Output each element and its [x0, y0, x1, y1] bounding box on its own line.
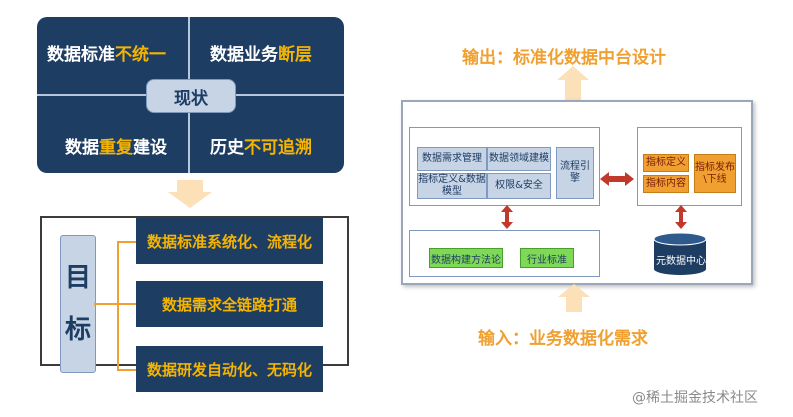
- chip-demand-management: 数据需求管理: [417, 147, 487, 171]
- output-arrow-head: [557, 66, 589, 80]
- chip-metric-publish: 指标发布\下线: [694, 154, 736, 193]
- goal-connector-stem: [94, 303, 118, 305]
- output-arrow-icon: [565, 78, 581, 100]
- goal-item-1: 数据标准系统化、流程化: [136, 218, 323, 264]
- goal-connector-3: [117, 369, 136, 371]
- database-label: 元数据中心: [656, 256, 706, 267]
- chip-metric-content: 指标内容: [643, 175, 689, 193]
- input-arrow-head: [558, 284, 590, 297]
- goal-connector-trunk: [117, 241, 119, 370]
- chip-metric-definition: 指标定义: [643, 154, 689, 172]
- quadrant-history: 历史不可追溯: [210, 138, 312, 158]
- chip-metric-model: 指标定义&数据模型: [417, 173, 487, 199]
- input-title: 输入：业务数据化需求: [478, 329, 648, 349]
- watermark: @稀土掘金技术社区: [632, 390, 758, 406]
- status-center-label: 现状: [146, 79, 236, 113]
- horizontal-double-arrow-icon: [600, 172, 634, 186]
- database-icon: [653, 232, 707, 275]
- output-title: 输出：标准化数据中台设计: [462, 48, 666, 68]
- goal-connector-2: [117, 303, 136, 305]
- goal-label: 目 标: [60, 235, 96, 373]
- vertical-double-arrow-right-icon: [675, 205, 687, 229]
- quadrant-duplication: 数据重复建设: [65, 138, 167, 158]
- down-arrow-head: [168, 192, 212, 208]
- chip-domain-modeling: 数据领域建模: [487, 147, 551, 171]
- chip-methodology: 数据构建方法论: [429, 248, 503, 268]
- chip-industry-standard: 行业标准: [520, 248, 574, 268]
- goal-item-3: 数据研发自动化、无码化: [136, 346, 323, 392]
- chip-permission-security: 权限&安全: [487, 173, 551, 199]
- quadrant-standards: 数据标准不统一: [47, 45, 166, 65]
- down-arrow-icon: [177, 180, 203, 192]
- quadrant-business: 数据业务断层: [210, 45, 312, 65]
- input-arrow-icon: [566, 296, 582, 312]
- vertical-double-arrow-icon: [501, 205, 513, 229]
- goal-item-2: 数据需求全链路打通: [136, 281, 323, 327]
- goal-connector-1: [117, 241, 136, 243]
- chip-workflow-engine: 流程引擎: [556, 147, 594, 199]
